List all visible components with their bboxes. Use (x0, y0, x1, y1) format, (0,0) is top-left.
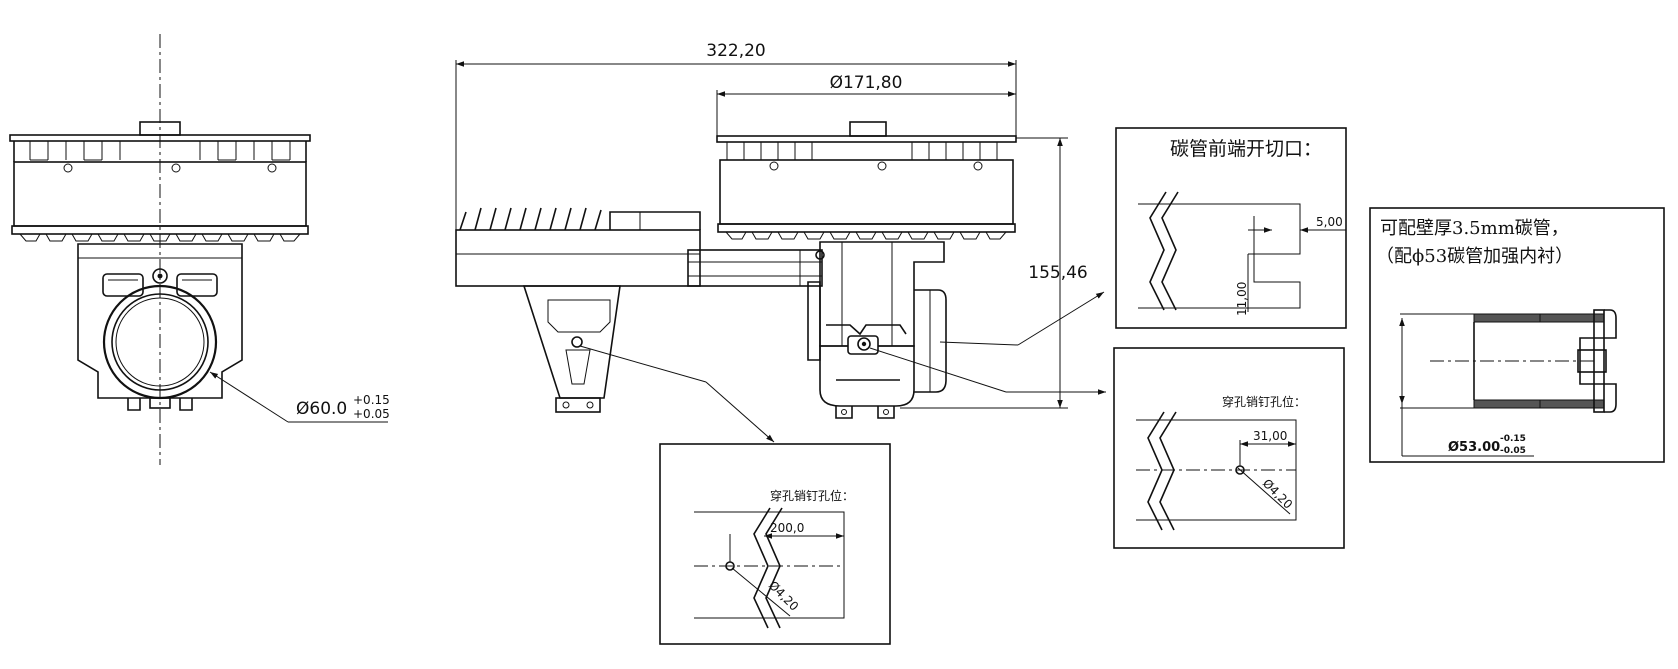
detail-pin-right-box (1113, 347, 1345, 549)
detail-pin-right-title: 穿孔销钉孔位： (1222, 394, 1306, 409)
pin-right-hole-diameter: Ø4,20 (1260, 476, 1295, 511)
insert-diameter-dimension: Ø53.00 (1448, 440, 1500, 455)
detail-cutout-title: 碳管前端开切口： (1170, 138, 1322, 160)
detail-cutout-box (1115, 127, 1347, 329)
tube-bore-tolerance-lower: +0.05 (353, 407, 390, 421)
detail-pin-bottom-box (659, 443, 891, 645)
motor-diameter-dimension: Ø171,80 (830, 73, 903, 93)
height-dimension: 155,46 (1028, 263, 1087, 283)
tube-note-line1: 可配壁厚3.5mm碳管， (1380, 218, 1569, 239)
tube-note-line2: （配ϕ53碳管加强内衬） (1376, 246, 1573, 267)
front-view (9, 34, 388, 465)
insert-tolerance-upper: -0.15 (1500, 434, 1526, 444)
cutout-slot-length: 11,00 (1235, 282, 1249, 316)
tube-bore-tolerance-upper: +0.15 (353, 393, 390, 407)
insert-tolerance-lower: -0.05 (1500, 446, 1526, 456)
side-view (455, 60, 1106, 443)
pin-bottom-distance: 200,0 (770, 521, 804, 535)
overall-length-dimension: 322,20 (706, 41, 765, 61)
detail-tube-box (1369, 207, 1665, 463)
tube-bore-dimension: Ø60.0 (296, 399, 347, 419)
pin-right-distance: 31,00 (1253, 429, 1287, 443)
cutout-slot-width: 5,00 (1316, 215, 1343, 229)
detail-pin-bottom-title: 穿孔销钉孔位： (770, 488, 854, 503)
